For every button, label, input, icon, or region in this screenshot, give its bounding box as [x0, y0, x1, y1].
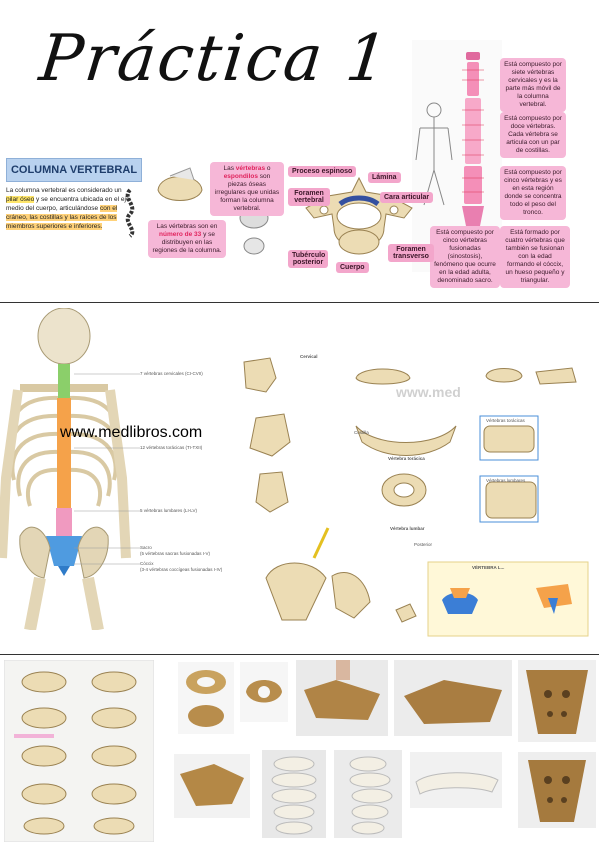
note-text: y se distribuyen en las regiones de la c… — [152, 231, 222, 254]
label-coccix: Cóccix — [140, 561, 154, 566]
photo-cervical-bone — [240, 662, 288, 722]
spine-column — [462, 52, 484, 250]
atlas-label-vt: Vértebras torácicas — [486, 418, 525, 423]
spine-sketch-icon — [125, 188, 135, 238]
note-toracica: Está compuesto por doce vértebras. Cada … — [500, 112, 566, 158]
cervical-region — [58, 364, 70, 398]
atlas-label-toracica: Vértebra torácica — [388, 456, 425, 461]
label-lumbares: 5 vértebras lumbares (LI-LV) — [140, 508, 197, 513]
intro-part-2: y se encuentra ubicada en el eje medio d… — [6, 196, 130, 212]
body-figure — [415, 102, 453, 206]
label-cervicales: 7 vértebras cervicales (CI-CVII) — [140, 371, 203, 376]
atlas-page-photo — [4, 660, 154, 842]
photo-thoracic-bone — [296, 660, 388, 736]
page-title: Práctica 1 — [36, 22, 393, 96]
label-sacro: Sacro — [140, 545, 152, 550]
intro-highlight-1: pilar óseo — [6, 196, 35, 203]
divider-2 — [0, 654, 599, 655]
photo-sacrum-back — [518, 752, 596, 828]
atlas-drawings — [243, 357, 589, 637]
label-foramen-vertebral: Foramen vertebral — [288, 188, 330, 206]
note-text: Las vértebras son en — [156, 223, 218, 230]
vertebra-photo-1 — [157, 167, 203, 201]
label-foramen-transverso: Foramen transverso — [388, 244, 434, 262]
note-cervical: Está compuesto por siete vértebras cervi… — [500, 58, 566, 112]
coccyx-region — [58, 566, 70, 576]
photo-atlas-bone — [178, 662, 234, 734]
spine-diagram — [412, 40, 502, 272]
note-bold: vértebras — [235, 165, 266, 172]
lumbar-region — [56, 508, 72, 536]
intro-part-1: La columna vertebral es considerado un — [6, 187, 122, 194]
leader-lines — [74, 373, 140, 565]
label-tuberculo-posterior: Tubérculo posterior — [288, 250, 328, 268]
intro-text: La columna vertebral es considerado un p… — [6, 186, 134, 231]
atlas-label-vl: Vértebras lumbares — [486, 478, 526, 483]
watermark-a: www.medlibros.com — [60, 424, 203, 441]
label-lamina: Lámina — [368, 172, 401, 183]
note-bold: número de 33 — [159, 231, 202, 238]
note-vertebras: Las vértebras o espondilos son piezas ós… — [210, 162, 284, 216]
atlas-panel: Cervical Vértebra torácica Vértebra lumb… — [236, 352, 596, 642]
label-cara-articular: Cara articular — [380, 192, 434, 203]
label-sacro-sub: (5 vértebras sacras fusionadas I-V) — [140, 551, 211, 556]
note-text: son piezas óseas irregulares que unidas … — [214, 173, 280, 212]
note-sacro: Está compuesto por cinco vértebras fusio… — [430, 226, 500, 288]
note-text: o — [265, 165, 271, 172]
atlas-label-nota: VÉRTEBRA L... — [472, 565, 505, 570]
note-bold: espondilos — [223, 173, 258, 180]
note-coccix: Está formado por cuatro vértebras que ta… — [500, 226, 570, 288]
note-numero: Las vértebras son en número de 33 y se d… — [148, 220, 226, 258]
thoracic-region — [57, 398, 71, 508]
photo-sacrum-front — [518, 660, 596, 742]
atlas-label-cervical: Cervical — [300, 354, 318, 359]
note-lumbar: Está compuesto por cinco vértebras y es … — [500, 166, 566, 220]
label-cuerpo: Cuerpo — [336, 262, 369, 273]
label-coccix-sub: (3-4 vértebras coccígeas fusionadas I-IV… — [140, 567, 223, 572]
photo-lumbar-bone — [394, 660, 512, 736]
atlas-label-posterior: Posterior — [414, 542, 433, 547]
divider-1 — [0, 302, 599, 303]
photo-spine-model-2 — [334, 750, 402, 838]
section-title: COLUMNA VERTEBRAL — [6, 158, 142, 182]
label-toracicas: 12 vértebras torácicas (TI-TXII) — [140, 445, 203, 450]
atlas-label-lumbar: Vértebra lumbar — [390, 526, 425, 531]
atlas-label-costilla: Costilla — [354, 430, 369, 435]
label-proceso-espinoso: Proceso espinoso — [288, 166, 357, 177]
note-text: Las — [223, 165, 236, 172]
photo-vertebra-bottom — [174, 754, 250, 818]
sacrum-region — [46, 536, 82, 566]
photo-spine-model-3 — [410, 752, 502, 808]
photo-spine-model-1 — [262, 750, 326, 838]
watermark-b: www.med — [396, 384, 461, 400]
